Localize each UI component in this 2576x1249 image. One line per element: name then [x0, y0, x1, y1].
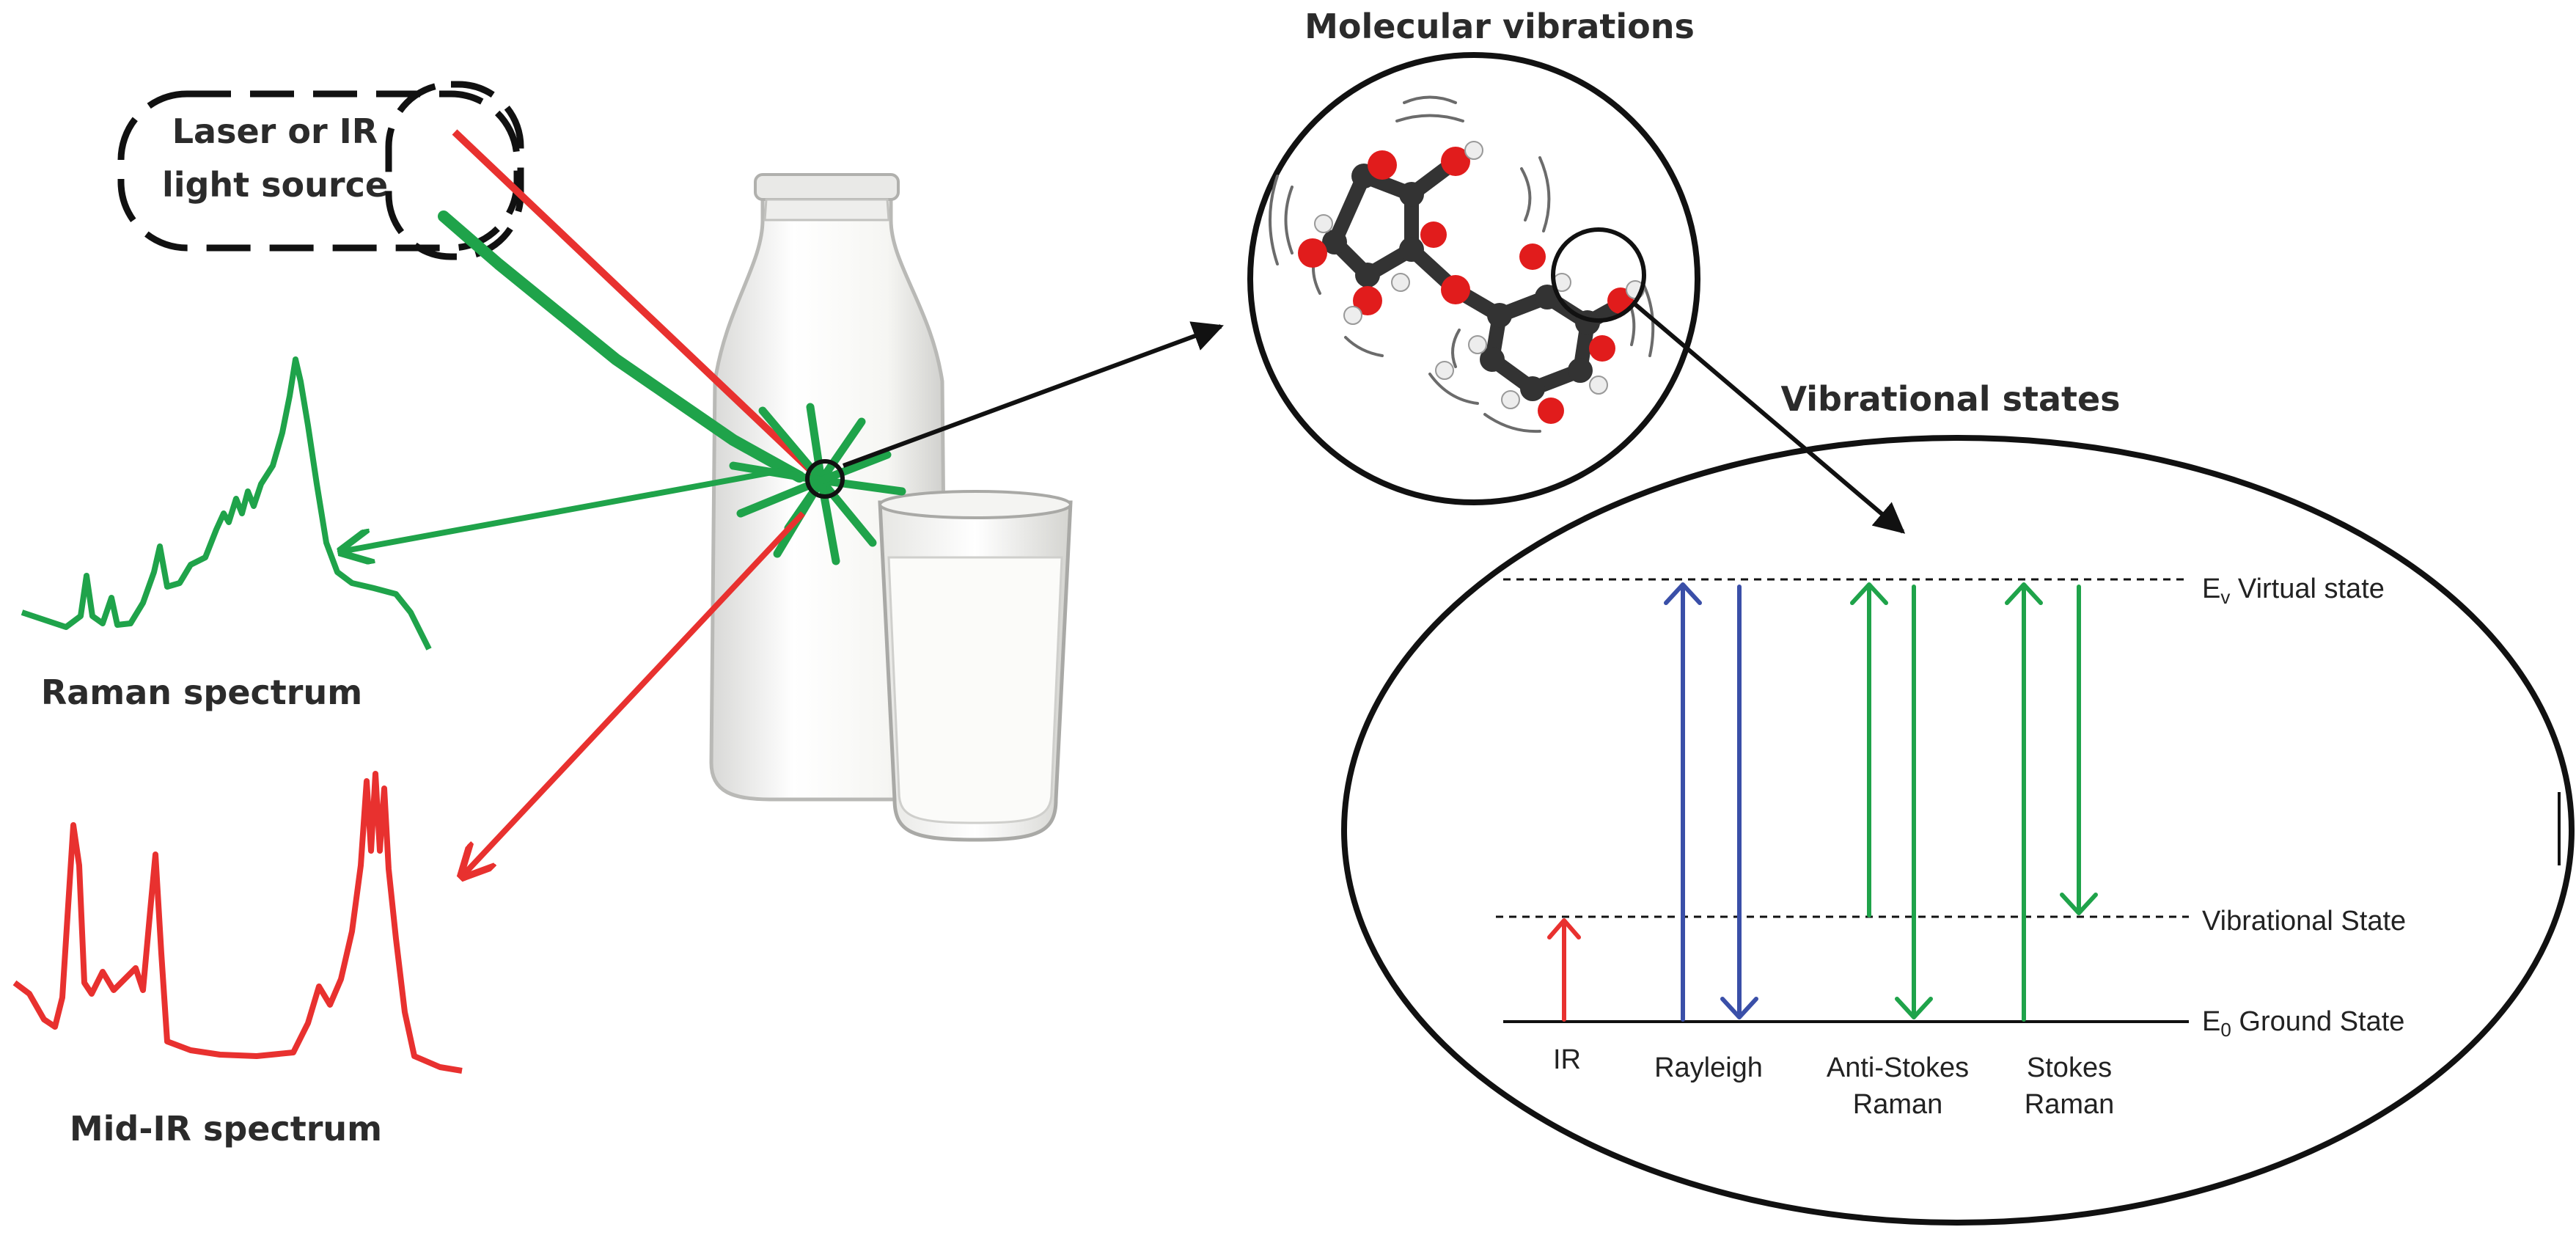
anti-stokes-up-arrow	[1850, 582, 1888, 917]
vibrational-states-title: Vibrational states	[1780, 379, 2120, 419]
raman-signal-arrow	[341, 466, 789, 552]
to-molecule-arrow	[842, 321, 1224, 468]
ir-up-arrow	[1547, 918, 1581, 1022]
focus-point	[805, 459, 845, 499]
to-states-arrow	[1634, 302, 1906, 534]
energy-levels	[1496, 578, 2189, 1023]
light-source-box: Laser or IR light source	[117, 81, 524, 260]
milk-glass-illustration	[878, 490, 1073, 842]
anti-stokes-label-line2: Raman	[1853, 1089, 1943, 1120]
vibrational-state-label: Vibrational State	[2202, 906, 2406, 937]
stokes-up-arrow	[2005, 582, 2043, 1022]
rayleigh-label: Rayleigh	[1654, 1052, 1763, 1083]
rayleigh-up-arrow	[1664, 582, 1702, 1022]
midir-spectrum-label: Mid-IR spectrum	[70, 1109, 382, 1149]
stokes-label-line2: Raman	[2025, 1089, 2115, 1120]
light-source-label-line1: Laser or IR	[172, 111, 378, 151]
virtual-state-label: Ev Virtual state	[2202, 574, 2385, 608]
red-laser-beam	[452, 129, 821, 480]
molecule-atoms	[1298, 141, 1645, 424]
ground-state-label: E0 Ground State	[2202, 1006, 2404, 1041]
molecule-circle	[1247, 52, 1700, 505]
light-source-label-line2: light source	[162, 165, 388, 205]
molecule-zoom-circle	[1551, 227, 1646, 323]
midir-spectrum-trace	[12, 771, 463, 1074]
stokes-label-line1: Stokes	[2027, 1052, 2112, 1083]
anti-stokes-label-line1: Anti-Stokes	[1827, 1052, 1969, 1083]
states-ellipse	[1341, 435, 2575, 1226]
transition-arrows	[1547, 582, 2098, 1022]
stokes-down-arrow	[2060, 585, 2098, 915]
raman-spectrum-label: Raman spectrum	[41, 673, 362, 712]
green-laser-beam	[438, 210, 805, 483]
ir-signal-arrow	[462, 511, 805, 876]
rayleigh-down-arrow	[1720, 585, 1758, 1019]
molecular-vibrations-title: Molecular vibrations	[1304, 7, 1695, 46]
raman-spectrum-trace	[21, 356, 432, 651]
anti-stokes-down-arrow	[1895, 585, 1933, 1019]
ir-label: IR	[1553, 1044, 1581, 1075]
